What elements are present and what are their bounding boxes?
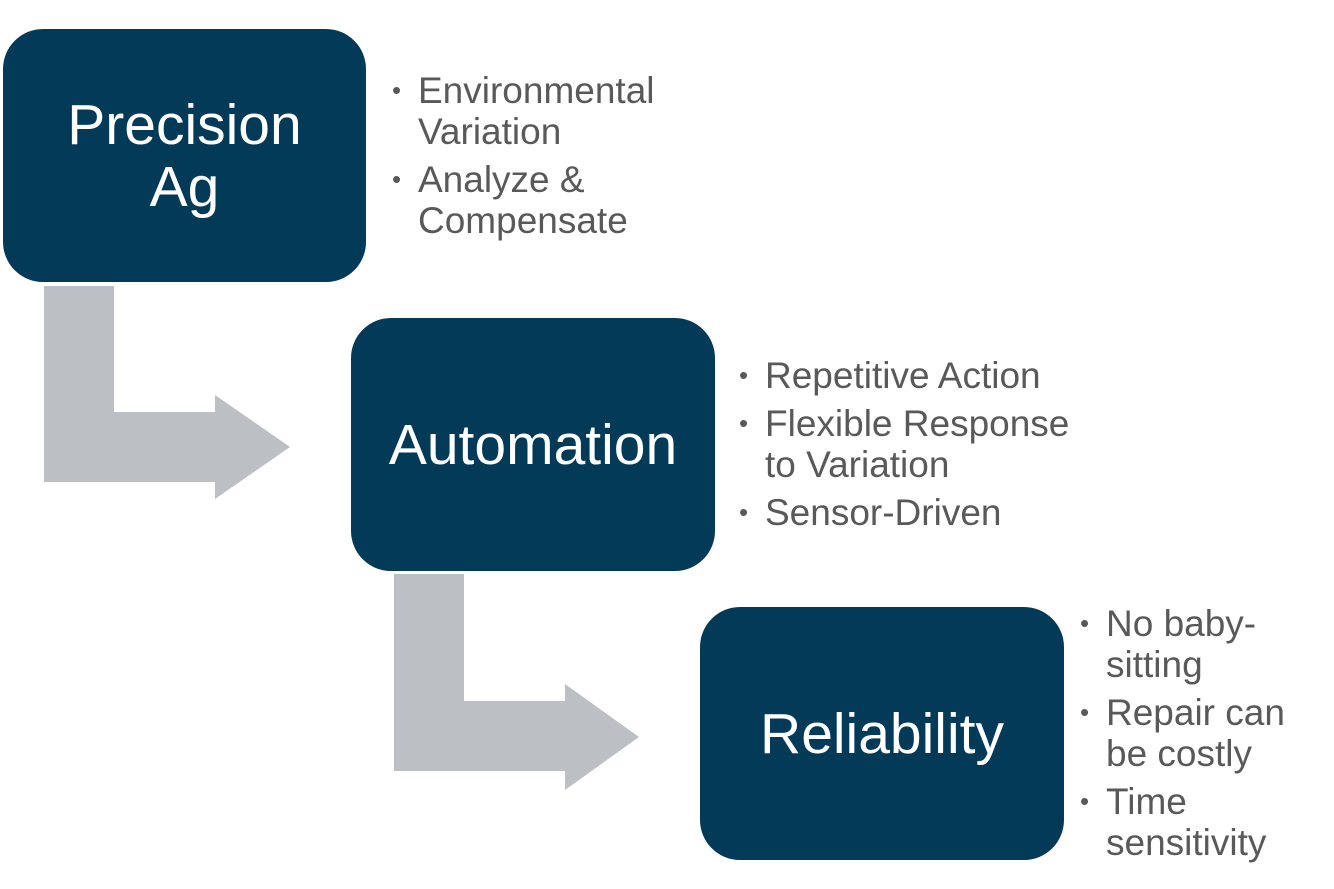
bullet-item: • Repair can be costly [1078, 692, 1328, 774]
bullet-text: Analyze & Compensate [418, 159, 628, 241]
bullet-dot: • [739, 497, 749, 527]
bullet-item: • Repetitive Action [737, 355, 1117, 396]
bullet-list-precision-ag: • Environmental Variation • Analyze & Comp… [390, 70, 720, 248]
bent-arrow-1 [44, 286, 290, 499]
bullet-text: Repair can be costly [1106, 692, 1285, 774]
bullet-item: • Sensor-Driven [737, 492, 1117, 533]
bullet-dot: • [739, 360, 749, 390]
bullet-item: • Time sensitivity [1078, 781, 1328, 863]
step-label: Automation [388, 412, 678, 477]
bent-arrow-2 [394, 574, 639, 790]
step-label: Reliability [760, 701, 1004, 766]
bullet-item: • Flexible Response to Variation [737, 403, 1117, 485]
step-label: Precision Ag [67, 92, 302, 219]
bullet-text: Environmental Variation [418, 70, 655, 152]
step-box-reliability: Reliability [700, 607, 1064, 860]
bullet-text: Time sensitivity [1106, 781, 1267, 863]
bullet-dot: • [392, 75, 402, 105]
step-box-precision-ag: Precision Ag [3, 29, 366, 282]
bullet-text: Flexible Response to Variation [765, 403, 1070, 485]
bullet-text: Sensor-Driven [765, 492, 1002, 533]
bullet-item: • No baby- sitting [1078, 603, 1328, 685]
bullet-dot: • [739, 408, 749, 438]
bullet-text: Repetitive Action [765, 355, 1041, 396]
bullet-dot: • [1080, 608, 1090, 638]
bullet-list-reliability: •No baby- sitting •Repair can be costly … [1078, 603, 1328, 870]
bullet-item: • Environmental Variation [390, 70, 720, 152]
bullet-dot: • [1080, 786, 1090, 816]
step-box-automation: Automation [351, 318, 715, 571]
bullet-text: No baby- sitting [1106, 603, 1257, 685]
bullet-list-automation: • Repetitive Action • Flexible Response to… [737, 355, 1117, 540]
bullet-dot: • [1080, 697, 1090, 727]
bullet-dot: • [392, 164, 402, 194]
bullet-item: • Analyze & Compensate [390, 159, 720, 241]
